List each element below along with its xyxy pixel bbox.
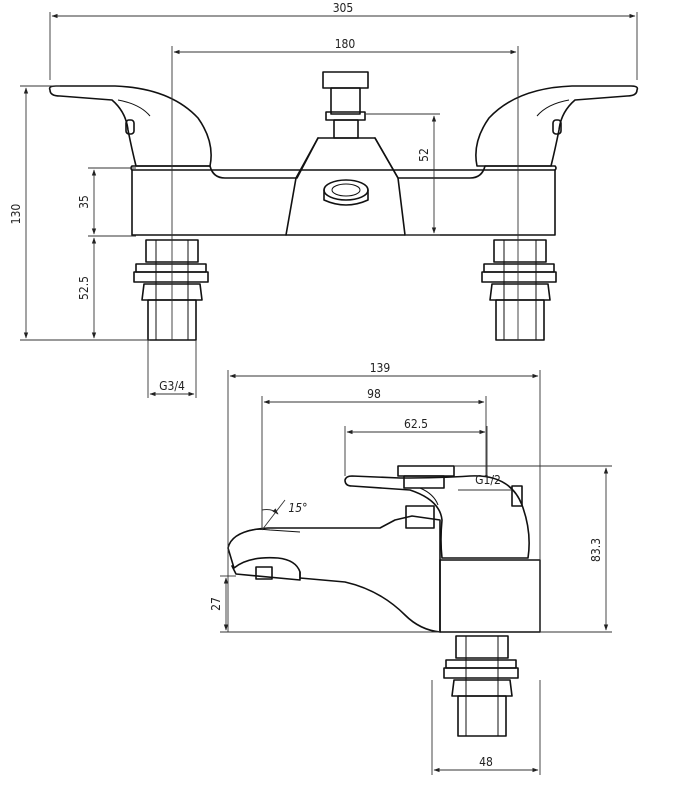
dim-g3-4: G3/4 (159, 379, 185, 393)
dim-52: 52 (417, 148, 431, 162)
side-spout (227, 515, 441, 633)
front-right-leg (481, 239, 557, 341)
dim-62-5: 62.5 (404, 417, 428, 431)
dim-48: 48 (479, 755, 493, 769)
dim-g1-2: G1/2 (475, 473, 501, 487)
dim-180: 180 (335, 37, 356, 51)
side-dimensions (220, 370, 612, 775)
front-dimensions (20, 12, 638, 398)
front-body (130, 71, 557, 236)
dim-35: 35 (77, 195, 91, 209)
dim-52-5: 52.5 (77, 276, 91, 300)
side-view: 139 98 62.5 G1/2 83.3 27 15° 48 (209, 361, 612, 775)
dim-130: 130 (9, 204, 23, 225)
dim-15-deg: 15° (288, 501, 307, 515)
dim-83-3: 83.3 (589, 538, 603, 562)
front-left-lever (48, 85, 212, 167)
dim-139: 139 (370, 361, 391, 375)
front-left-leg (133, 239, 209, 341)
dim-27: 27 (209, 597, 223, 611)
dim-98: 98 (367, 387, 381, 401)
front-right-lever (475, 85, 639, 167)
dim-305: 305 (333, 1, 354, 15)
front-view: 305 180 130 35 52.5 52 G3/4 (9, 1, 639, 398)
side-body (344, 465, 541, 633)
side-leg (443, 635, 519, 737)
